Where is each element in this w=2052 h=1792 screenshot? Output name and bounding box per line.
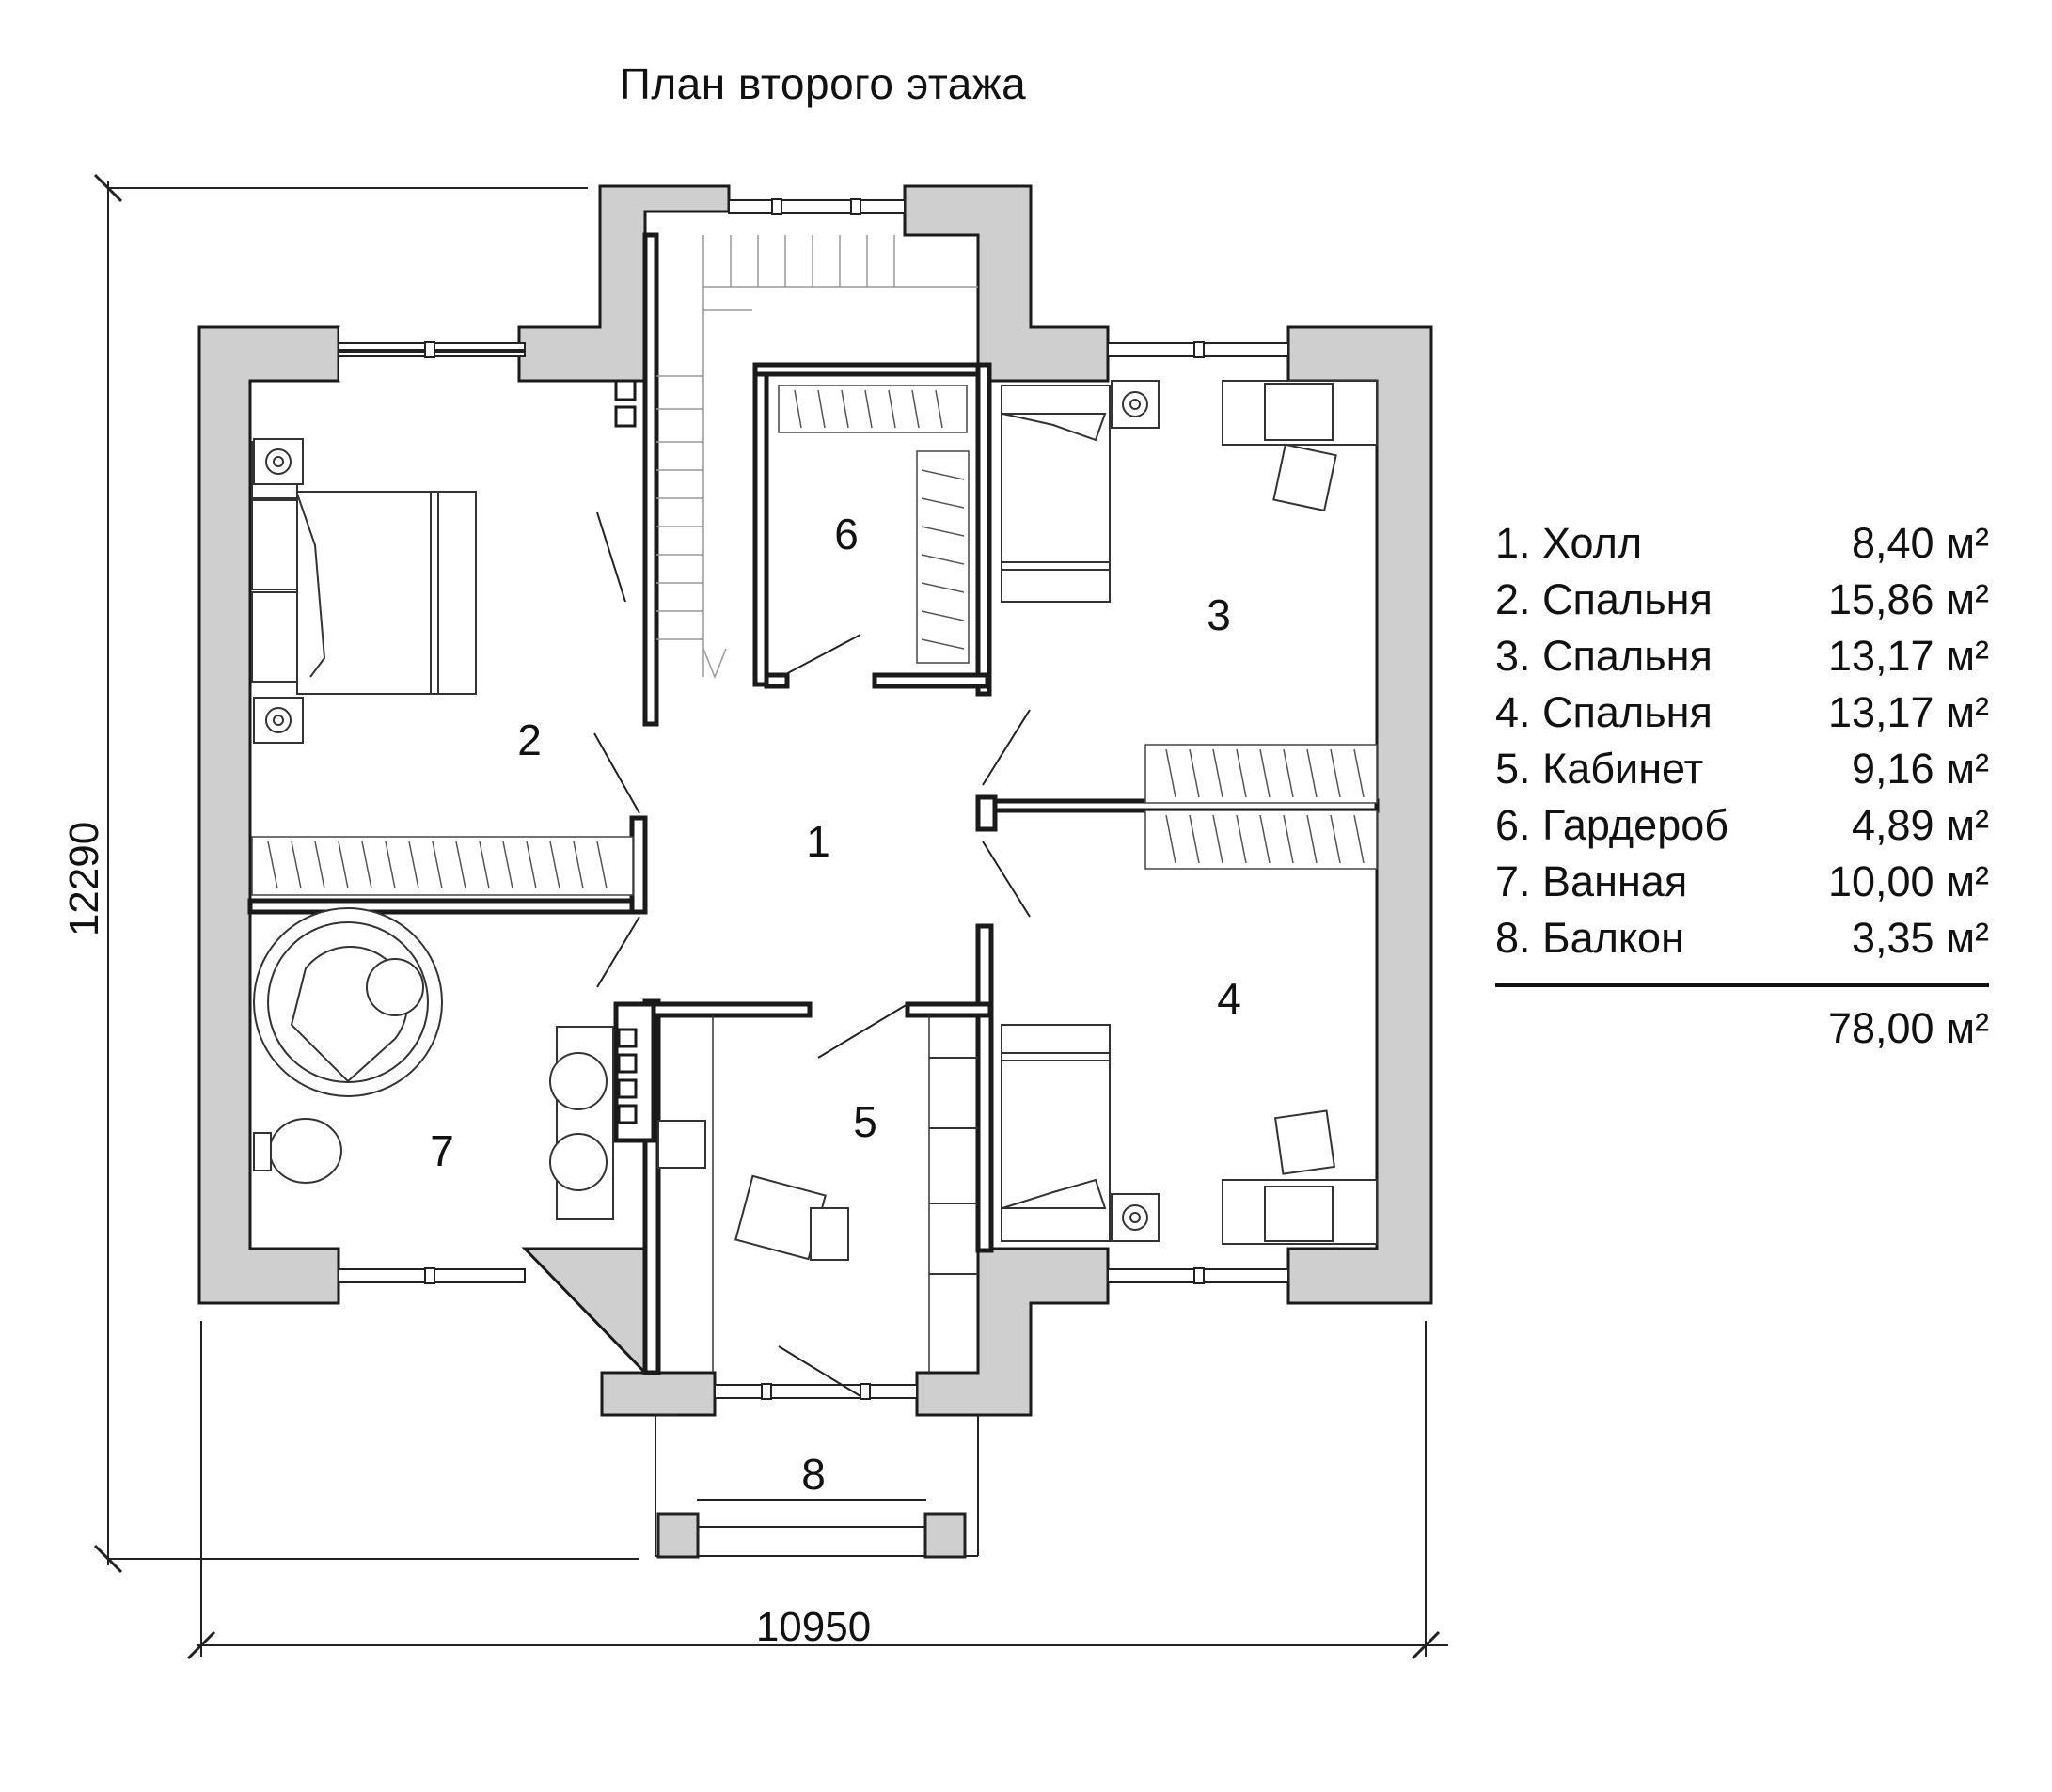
width-dimension-label: 10950 — [756, 1604, 871, 1650]
legend-room: 2. Спальня — [1495, 575, 1713, 623]
furniture-bedroom-2 — [251, 438, 477, 744]
wall-north-stair — [517, 184, 731, 383]
wall-wardrobe-left — [752, 362, 769, 687]
ventilation-shafts — [614, 379, 638, 1124]
legend-row: 6. Гардероб 4,89 м² — [1495, 797, 1989, 854]
door-swings — [593, 511, 1031, 1397]
room-legend: 1. Холл 8,40 м² 2. Спальня 15,86 м² 3. С… — [1495, 515, 1989, 1053]
sink — [549, 1052, 608, 1110]
balcony — [655, 1414, 979, 1559]
room-number-2: 2 — [517, 715, 542, 764]
wall-bed2-bath — [247, 898, 640, 915]
room-number-3: 3 — [1207, 590, 1231, 639]
legend-area: 15,86 м² — [1827, 575, 1989, 623]
computer — [657, 1120, 706, 1169]
legend-row: 1. Холл 8,40 м² — [1495, 515, 1989, 572]
room-number-4: 4 — [1217, 974, 1241, 1023]
legend-room: 7. Ванная — [1495, 857, 1688, 905]
room-number-6: 6 — [834, 510, 859, 558]
legend-room: 4. Спальня — [1495, 688, 1713, 736]
staircase — [656, 235, 978, 680]
wall-study-right — [975, 923, 994, 1253]
window-bedroom-2-north — [338, 341, 526, 358]
legend-row: 7. Ванная 10,00 м² — [1495, 854, 1989, 910]
legend-room: 6. Гардероб — [1495, 801, 1729, 849]
closet-wardrobe-side — [916, 450, 970, 664]
nightstand — [253, 697, 304, 744]
legend-room: 3. Спальня — [1495, 632, 1713, 680]
legend-row: 3. Спальня 13,17 м² — [1495, 628, 1989, 684]
exterior-walls — [197, 184, 1433, 1417]
legend-divider — [1495, 983, 1989, 987]
wall-wardrobe-right — [975, 362, 992, 697]
balcony-column — [923, 1512, 967, 1559]
dimension-lines — [93, 173, 1448, 1660]
legend-row: 5. Кабинет 9,16 м² — [1495, 741, 1989, 797]
legend-area: 8,40 м² — [1851, 519, 1989, 567]
legend-row: 4. Спальня 13,17 м² — [1495, 684, 1989, 741]
furniture-bedroom-3 — [1001, 380, 1378, 603]
furniture-bedroom-4 — [1001, 1024, 1378, 1245]
window-bedroom-3-north — [1107, 341, 1289, 358]
legend-room: 1. Холл — [1495, 519, 1643, 567]
window-bedroom-4-south — [1107, 1267, 1289, 1284]
closets — [251, 385, 1378, 896]
window-study-south — [714, 1383, 918, 1400]
toilet — [269, 1118, 342, 1184]
armchair — [810, 1207, 849, 1261]
chair — [1273, 1109, 1336, 1175]
legend-area: 13,17 м² — [1827, 632, 1989, 680]
legend-area: 10,00 м² — [1827, 857, 1989, 905]
window-stair-north — [728, 198, 906, 215]
legend-row: 8. Балкон 3,35 м² — [1495, 910, 1989, 967]
wall-south-right — [915, 1247, 1110, 1417]
total-area: 78,00 м² — [1827, 1004, 1989, 1052]
bed-2 — [296, 491, 477, 695]
nightstand — [253, 438, 304, 485]
windows — [338, 198, 1289, 1400]
plan-title: План второго этажа — [619, 59, 1027, 108]
room-number-7: 7 — [430, 1126, 454, 1175]
sink — [549, 1133, 608, 1191]
legend-room: 5. Кабинет — [1495, 745, 1704, 793]
balcony-column — [656, 1512, 700, 1559]
height-dimension-label: 12290 — [61, 822, 107, 936]
legend-area: 4,89 м² — [1851, 801, 1989, 849]
wall-south-left — [521, 1247, 717, 1417]
closet-bedroom-4 — [1144, 810, 1378, 870]
interior-walls — [247, 232, 1380, 1375]
closet-bedroom-2 — [251, 836, 634, 896]
legend-area: 3,35 м² — [1851, 914, 1989, 962]
legend-room: 8. Балкон — [1495, 914, 1684, 962]
chair — [1272, 443, 1337, 512]
room-number-5: 5 — [853, 1097, 877, 1146]
furniture-bathroom — [253, 907, 614, 1220]
room-labels: 1 2 3 4 5 6 7 8 — [430, 510, 1241, 1499]
legend-area: 9,16 м² — [1851, 745, 1989, 793]
closet-wardrobe-top — [778, 385, 968, 433]
furniture-study — [657, 1015, 978, 1373]
room-number-8: 8 — [801, 1450, 826, 1499]
legend-area: 13,17 м² — [1827, 688, 1989, 736]
wall-wardrobe-top — [752, 362, 981, 377]
wall-stair-left — [642, 232, 659, 727]
wall-stair-right — [903, 184, 1110, 383]
legend-row: 2. Спальня 15,86 м² — [1495, 572, 1989, 628]
room-number-1: 1 — [806, 817, 830, 866]
window-bathroom-south — [338, 1267, 526, 1284]
